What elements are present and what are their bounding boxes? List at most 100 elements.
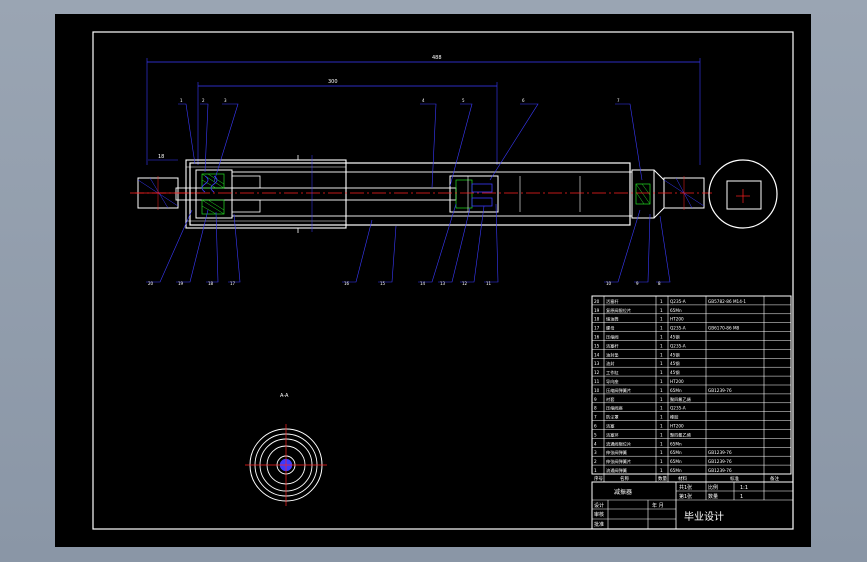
part-qty: 1 (660, 424, 663, 429)
checker-label: 审核 (594, 511, 604, 518)
part-material: 65Mn (670, 459, 682, 464)
svg-text:16: 16 (344, 281, 350, 286)
part-no: 6 (594, 424, 597, 429)
part-no: 12 (594, 370, 600, 375)
part-no: 4 (594, 441, 597, 446)
part-material: 65Mn (670, 308, 682, 313)
drawing-sheet (55, 14, 811, 547)
svg-text:19: 19 (178, 281, 184, 286)
part-material: Q235-A (670, 299, 686, 304)
svg-text:10: 10 (606, 281, 612, 286)
part-name: 衬套 (606, 396, 615, 403)
qty-label: 数量 (708, 493, 718, 500)
svg-text:1: 1 (180, 98, 183, 103)
part-qty: 1 (660, 388, 663, 393)
dim-left: 18 (158, 154, 164, 160)
svg-text:14: 14 (420, 281, 426, 286)
scale-label: 比例 (708, 484, 718, 491)
part-name: 伸张阀弹簧 (606, 449, 627, 456)
part-no: 20 (594, 299, 600, 304)
part-qty: 1 (660, 370, 663, 375)
part-no: 2 (594, 459, 597, 464)
header-remark: 备注 (770, 475, 779, 482)
part-no: 13 (594, 361, 600, 366)
svg-text:9: 9 (636, 281, 639, 286)
scale-value: 1:1 (740, 485, 748, 491)
part-material: 65Mn (670, 468, 682, 473)
part-no: 19 (594, 308, 600, 313)
part-material: 45钢 (670, 360, 680, 367)
project-name: 毕业设计 (684, 510, 724, 523)
part-material: 聚四氟乙烯 (670, 396, 691, 403)
part-qty: 1 (660, 317, 663, 322)
part-material: 橡胶 (670, 414, 678, 421)
part-qty: 1 (660, 379, 663, 384)
dim-overall: 488 (432, 55, 442, 61)
part-name: 活塞环 (606, 431, 619, 438)
header-name: 名称 (620, 475, 629, 482)
part-no: 7 (594, 415, 597, 420)
qty-value: 1 (740, 494, 743, 500)
inner-frame (92, 31, 794, 530)
part-material: Q235-A (670, 343, 686, 348)
part-material: HT200 (670, 424, 684, 429)
part-name: 流通阀弹簧 (606, 467, 627, 474)
part-standard: GB5782-86 M14-1 (708, 299, 746, 304)
designer-label: 设计 (594, 502, 604, 509)
part-qty: 1 (660, 450, 663, 455)
part-material: HT200 (670, 317, 684, 322)
part-name: 压缩阀 (606, 334, 619, 341)
part-qty: 1 (660, 397, 663, 402)
part-material: 65Mn (670, 450, 682, 455)
svg-text:20: 20 (148, 281, 154, 286)
svg-text:2: 2 (202, 98, 205, 103)
svg-text:12: 12 (462, 281, 468, 286)
part-name: 防尘罩 (606, 414, 619, 421)
part-qty: 1 (660, 459, 663, 464)
part-name: 活塞杆 (606, 298, 619, 305)
part-name: 工作缸 (606, 369, 619, 376)
svg-text:5: 5 (462, 98, 465, 103)
dim-stroke: 300 (328, 79, 338, 85)
part-qty: 1 (660, 308, 663, 313)
part-standard: GB1239-76 (708, 450, 732, 455)
part-no: 3 (594, 450, 597, 455)
part-qty: 1 (660, 468, 663, 473)
end-eye-detail-view (708, 159, 778, 229)
svg-text:3: 3 (224, 98, 227, 103)
part-name: 伸张阀弹簧片 (606, 458, 631, 465)
part-no: 5 (594, 432, 597, 437)
svg-text:18: 18 (208, 281, 214, 286)
part-no: 17 (594, 326, 600, 331)
part-material: 聚四氟乙烯 (670, 431, 691, 438)
part-qty: 1 (660, 406, 663, 411)
svg-text:6: 6 (522, 98, 525, 103)
svg-text:7: 7 (617, 98, 620, 103)
part-no: 8 (594, 406, 597, 411)
shock-absorber-main-view: 488 300 18 (130, 55, 712, 286)
part-material: HT200 (670, 379, 684, 384)
part-no: 14 (594, 352, 600, 357)
header-qty: 数量 (658, 475, 667, 482)
top-leaders (178, 103, 643, 189)
date-label: 年 月 (652, 502, 664, 509)
part-no: 1 (594, 468, 597, 473)
part-name: 流通阀限位片 (606, 440, 631, 447)
part-material: 45钢 (670, 334, 680, 341)
part-qty: 1 (660, 441, 663, 446)
sheet-label-2: 第1张 (679, 493, 692, 500)
part-qty: 1 (660, 326, 663, 331)
part-name: 压缩阀弹簧片 (606, 387, 631, 394)
part-material: 45钢 (670, 351, 680, 358)
title-block: 减振器 设计 审核 批准 年 月 比例 1:1 数量 1 共1张 第1张 毕业设… (591, 481, 794, 530)
svg-text:4: 4 (422, 98, 425, 103)
part-qty: 1 (660, 343, 663, 348)
svg-text:8: 8 (658, 281, 661, 286)
part-no: 16 (594, 335, 600, 340)
part-material: Q235-A (670, 326, 686, 331)
part-no: 9 (594, 397, 597, 402)
svg-text:15: 15 (380, 281, 386, 286)
part-material: 65Mn (670, 388, 682, 393)
